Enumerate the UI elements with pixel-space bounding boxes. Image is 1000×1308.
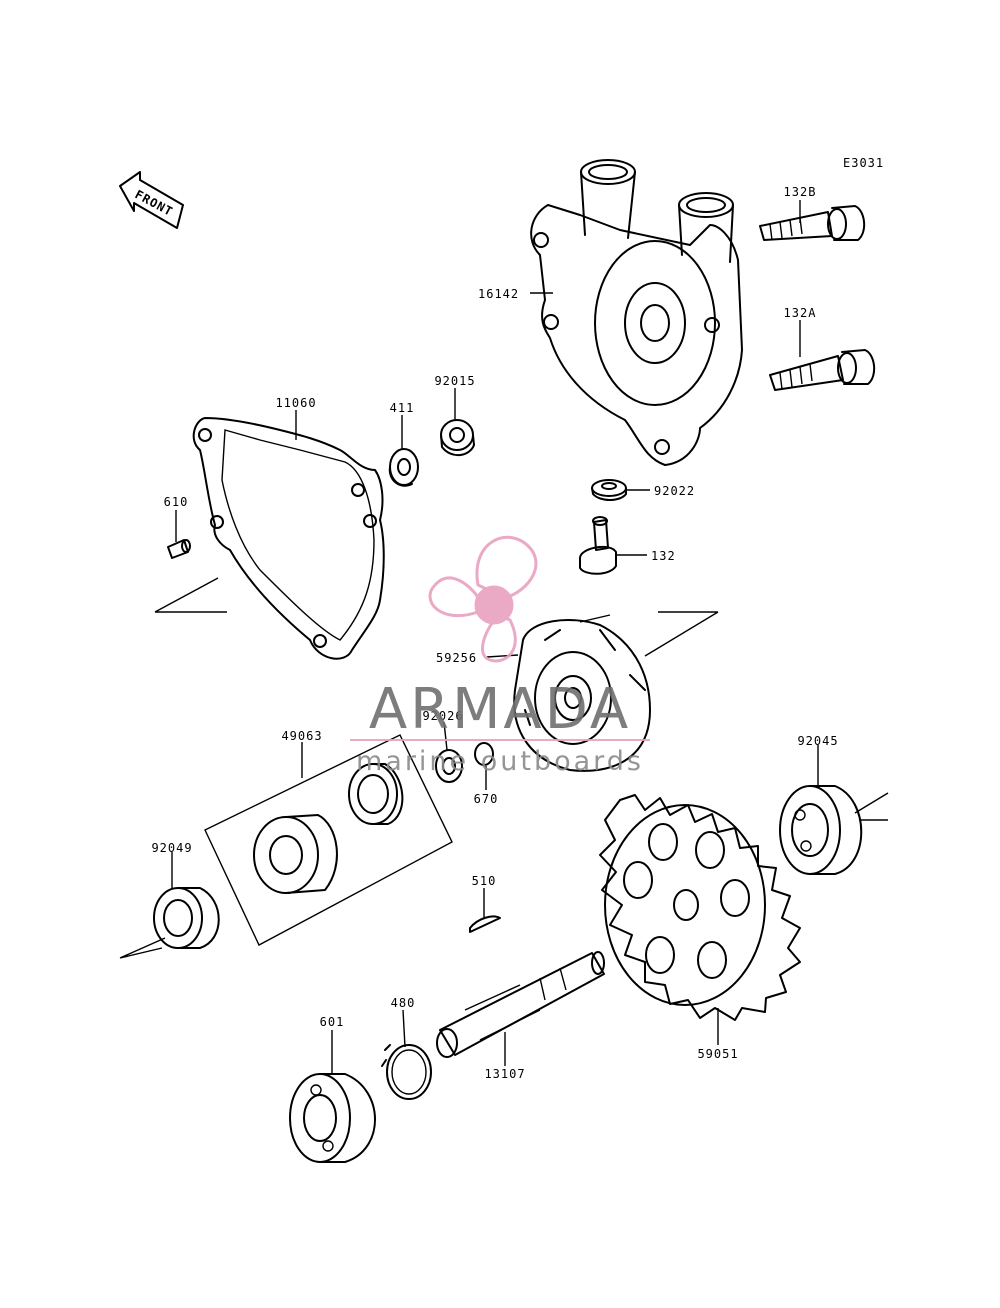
label-132: 132 <box>651 549 676 563</box>
label-92049: 92049 <box>151 841 192 855</box>
label-59256: 59256 <box>436 651 477 665</box>
leader-lines <box>171 200 819 1074</box>
label-92015: 92015 <box>434 374 475 388</box>
key-510-part[interactable] <box>469 915 501 933</box>
bearing-601-part[interactable] <box>289 1073 376 1163</box>
impeller-part[interactable] <box>513 614 651 772</box>
label-132b: 132B <box>784 185 817 199</box>
bolt-132-part[interactable] <box>579 516 617 575</box>
label-92022: 92022 <box>654 484 695 498</box>
label-92026: 92026 <box>422 709 463 723</box>
seal-92026-part[interactable] <box>435 749 463 783</box>
bolt-132b-part[interactable] <box>759 205 866 241</box>
circlip-part[interactable] <box>381 1044 432 1100</box>
gear-part[interactable] <box>599 794 801 1021</box>
label-610: 610 <box>164 495 189 509</box>
dowel-pin-part[interactable] <box>167 539 191 559</box>
seal-kit-part[interactable] <box>204 734 453 946</box>
label-480: 480 <box>391 996 416 1010</box>
diagram-code: E3031 <box>843 156 884 170</box>
o-ring-670-part[interactable] <box>474 742 494 766</box>
shaft-part[interactable] <box>436 951 605 1058</box>
label-601: 601 <box>320 1015 345 1029</box>
label-510: 510 <box>472 874 497 888</box>
label-411: 411 <box>390 401 415 415</box>
label-13107: 13107 <box>484 1067 525 1081</box>
bearing-92049-part[interactable] <box>153 887 220 949</box>
label-670: 670 <box>474 792 499 806</box>
watermark-tagline: marine outboards <box>356 746 644 777</box>
nut-92015-part[interactable] <box>440 419 475 456</box>
gasket-part[interactable] <box>192 417 385 660</box>
label-59051: 59051 <box>697 1047 738 1061</box>
label-11060: 11060 <box>275 396 316 410</box>
centerlines <box>119 577 889 959</box>
bolt-132a-part[interactable] <box>769 349 876 391</box>
part-labels: 132B 16142 132A 11060 411 92015 92022 61… <box>151 185 838 1081</box>
label-16142: 16142 <box>478 287 519 301</box>
label-49063: 49063 <box>281 729 322 743</box>
pump-cover-part[interactable] <box>530 159 743 466</box>
watermark: ARMADA marine outboards <box>350 535 650 777</box>
propeller-icon <box>428 535 538 663</box>
label-92045: 92045 <box>797 734 838 748</box>
washer-411-part[interactable] <box>388 448 419 487</box>
front-arrow-icon: FRONT <box>119 171 184 229</box>
washer-92022-part[interactable] <box>591 479 627 501</box>
label-132a: 132A <box>784 306 817 320</box>
bearing-92045-part[interactable] <box>779 785 863 875</box>
watermark-brand: ARMADA <box>369 677 631 742</box>
